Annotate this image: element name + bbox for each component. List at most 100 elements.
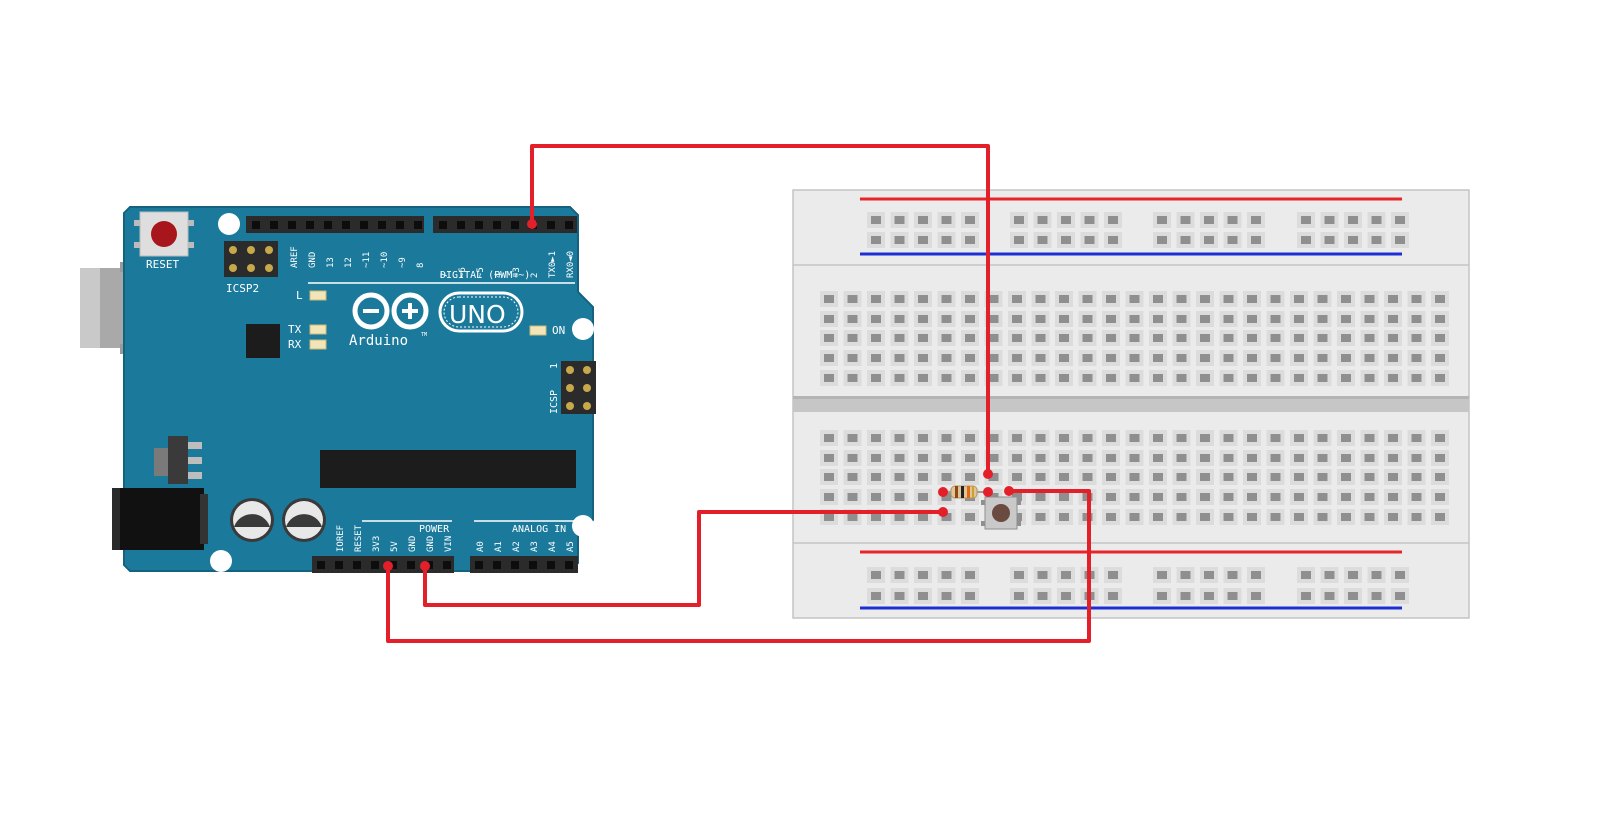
breadboard-hole[interactable] (1059, 513, 1069, 521)
breadboard-hole[interactable] (1364, 434, 1375, 442)
breadboard-hole[interactable] (1200, 334, 1210, 342)
header-pin[interactable] (317, 561, 325, 569)
breadboard-hole[interactable] (1251, 236, 1261, 244)
breadboard-hole[interactable] (894, 334, 905, 342)
breadboard-hole[interactable] (1082, 315, 1093, 323)
breadboard-hole[interactable] (894, 513, 905, 521)
breadboard-hole[interactable] (965, 374, 975, 382)
breadboard-hole[interactable] (1388, 354, 1398, 362)
breadboard-hole[interactable] (1294, 295, 1304, 303)
breadboard-hole[interactable] (871, 354, 881, 362)
breadboard-hole[interactable] (941, 592, 952, 600)
breadboard-hole[interactable] (965, 354, 975, 362)
breadboard-hole[interactable] (1204, 571, 1214, 579)
breadboard-hole[interactable] (965, 315, 975, 323)
header-pin[interactable] (414, 221, 422, 229)
header-pin[interactable] (457, 221, 465, 229)
breadboard-hole[interactable] (1247, 513, 1257, 521)
breadboard-hole[interactable] (1247, 295, 1257, 303)
breadboard-hole[interactable] (847, 295, 858, 303)
breadboard-hole[interactable] (941, 473, 952, 481)
breadboard-hole[interactable] (1364, 334, 1375, 342)
header-pin[interactable] (324, 221, 332, 229)
breadboard-hole[interactable] (1388, 454, 1398, 462)
header-pin[interactable] (378, 221, 386, 229)
breadboard-hole[interactable] (1364, 473, 1375, 481)
breadboard-hole[interactable] (1012, 454, 1022, 462)
breadboard-hole[interactable] (1371, 571, 1382, 579)
breadboard-hole[interactable] (824, 334, 834, 342)
header-pin[interactable] (511, 561, 519, 569)
breadboard-hole[interactable] (1364, 295, 1375, 303)
breadboard-hole[interactable] (894, 454, 905, 462)
breadboard-hole[interactable] (941, 354, 952, 362)
breadboard-hole[interactable] (894, 295, 905, 303)
breadboard-hole[interactable] (847, 334, 858, 342)
breadboard-hole[interactable] (1061, 571, 1071, 579)
breadboard-hole[interactable] (871, 434, 881, 442)
breadboard-hole[interactable] (1317, 473, 1328, 481)
breadboard-hole[interactable] (1059, 454, 1069, 462)
breadboard-hole[interactable] (965, 295, 975, 303)
breadboard-hole[interactable] (1411, 493, 1422, 501)
breadboard-hole[interactable] (1247, 374, 1257, 382)
breadboard-hole[interactable] (1037, 592, 1048, 600)
breadboard-hole[interactable] (894, 592, 905, 600)
breadboard-hole[interactable] (1227, 571, 1238, 579)
breadboard-hole[interactable] (1084, 216, 1095, 224)
breadboard-hole[interactable] (1317, 334, 1328, 342)
breadboard-hole[interactable] (1012, 295, 1022, 303)
header-pin[interactable] (252, 221, 260, 229)
breadboard-hole[interactable] (1270, 493, 1281, 501)
breadboard-hole[interactable] (1108, 571, 1118, 579)
breadboard-hole[interactable] (965, 592, 975, 600)
breadboard-hole[interactable] (894, 493, 905, 501)
breadboard-hole[interactable] (1270, 473, 1281, 481)
breadboard-hole[interactable] (894, 216, 905, 224)
breadboard-hole[interactable] (1247, 434, 1257, 442)
breadboard-hole[interactable] (894, 315, 905, 323)
breadboard-hole[interactable] (1324, 216, 1335, 224)
breadboard-hole[interactable] (1294, 334, 1304, 342)
breadboard-hole[interactable] (1388, 513, 1398, 521)
header-pin[interactable] (547, 561, 555, 569)
breadboard-hole[interactable] (941, 216, 952, 224)
breadboard-hole[interactable] (871, 454, 881, 462)
breadboard-hole[interactable] (1348, 236, 1358, 244)
breadboard-hole[interactable] (1180, 216, 1191, 224)
breadboard-hole[interactable] (1317, 513, 1328, 521)
breadboard-hole[interactable] (894, 434, 905, 442)
breadboard-hole[interactable] (1059, 473, 1069, 481)
breadboard-hole[interactable] (1294, 434, 1304, 442)
breadboard-hole[interactable] (965, 571, 975, 579)
breadboard-hole[interactable] (1037, 571, 1048, 579)
breadboard-hole[interactable] (1037, 236, 1048, 244)
breadboard-hole[interactable] (1153, 295, 1163, 303)
breadboard-hole[interactable] (1388, 493, 1398, 501)
breadboard-hole[interactable] (1270, 315, 1281, 323)
breadboard-hole[interactable] (1388, 334, 1398, 342)
breadboard-hole[interactable] (824, 295, 834, 303)
breadboard-hole[interactable] (941, 454, 952, 462)
breadboard-hole[interactable] (918, 334, 928, 342)
breadboard-hole[interactable] (894, 473, 905, 481)
breadboard-hole[interactable] (1270, 374, 1281, 382)
header-pin[interactable] (306, 221, 314, 229)
breadboard-hole[interactable] (941, 334, 952, 342)
breadboard-hole[interactable] (1348, 571, 1358, 579)
breadboard-hole[interactable] (1435, 513, 1445, 521)
breadboard-hole[interactable] (1270, 513, 1281, 521)
breadboard-hole[interactable] (1106, 374, 1116, 382)
breadboard-hole[interactable] (1157, 571, 1167, 579)
breadboard-hole[interactable] (1176, 334, 1187, 342)
breadboard-hole[interactable] (1084, 236, 1095, 244)
breadboard-hole[interactable] (1341, 354, 1351, 362)
breadboard-hole[interactable] (1270, 295, 1281, 303)
breadboard-hole[interactable] (941, 513, 952, 521)
header-pin[interactable] (565, 221, 573, 229)
breadboard-hole[interactable] (1129, 434, 1140, 442)
header-pin[interactable] (475, 561, 483, 569)
breadboard-hole[interactable] (1200, 315, 1210, 323)
breadboard-hole[interactable] (1324, 592, 1335, 600)
breadboard-hole[interactable] (1223, 513, 1234, 521)
